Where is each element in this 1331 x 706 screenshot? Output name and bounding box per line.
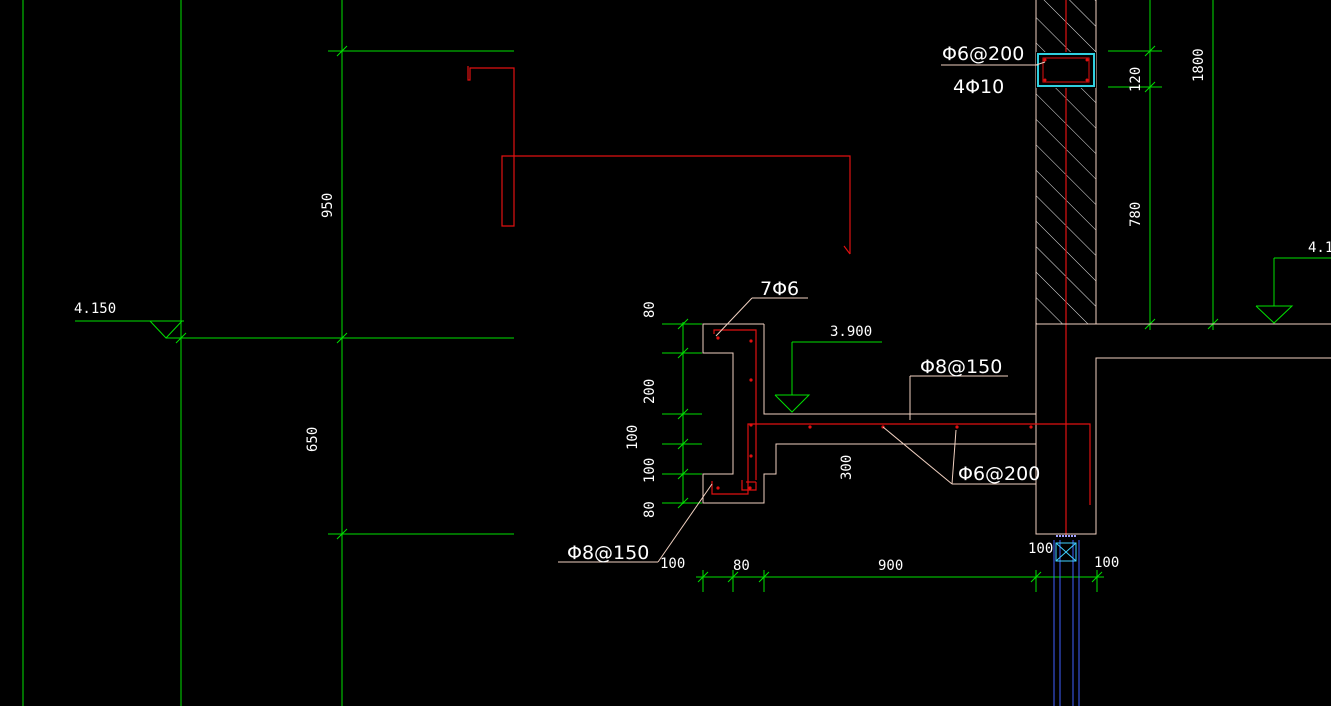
wall-section (1035, 0, 1097, 535)
rebar-label-slab-dist: Φ6@200 (958, 463, 1040, 485)
leader-lines (558, 61, 1046, 563)
dim-h-100-right: 100 (1094, 555, 1119, 571)
dim-detail-200: 200 (642, 379, 658, 404)
dim-300: 300 (839, 455, 855, 480)
dim-detail-80-top: 80 (642, 301, 658, 318)
dim-h-100-mid: 100 (1028, 541, 1053, 557)
dim-detail-100-b: 100 (642, 458, 658, 483)
rebar-label-beam-main: 4Φ10 (953, 76, 1004, 98)
bottom-horizontal-dims (696, 570, 1104, 592)
dim-h-900: 900 (878, 558, 903, 574)
dim-detail-100-a: 100 (625, 425, 641, 450)
elevation-mark-mid (774, 341, 882, 413)
rebar-label-top-bar: 7Φ6 (760, 278, 799, 300)
rebar-label-beam-stirrup: Φ6@200 (942, 43, 1024, 65)
dim-780: 780 (1128, 202, 1144, 227)
elevation-label-mid: 3.900 (830, 324, 872, 340)
dim-120: 120 (1128, 67, 1144, 92)
window-frame (1053, 535, 1080, 706)
elevation-label-left: 4.150 (74, 301, 116, 317)
dim-950: 950 (320, 193, 336, 218)
canopy-profile-upper (467, 66, 851, 255)
canopy-section (702, 323, 1036, 504)
dim-650: 650 (305, 427, 321, 452)
dim-detail-80-bottom: 80 (642, 501, 658, 518)
dim-h-100-left: 100 (660, 556, 685, 572)
rebar-label-bottom-left: Φ8@150 (567, 542, 649, 564)
detail-vertical-dims (662, 318, 702, 509)
rebar-label-slab-top: Φ8@150 (920, 356, 1002, 378)
elevation-label-right: 4.15 (1308, 240, 1331, 256)
grid-lines (22, 0, 1220, 706)
floor-slab (1035, 323, 1331, 535)
dim-h-80: 80 (733, 558, 750, 574)
elevation-mark-right (1255, 257, 1331, 324)
canopy-rebar (711, 329, 1091, 505)
elevation-mark-left (75, 320, 514, 339)
dim-1800: 1800 (1191, 48, 1207, 82)
